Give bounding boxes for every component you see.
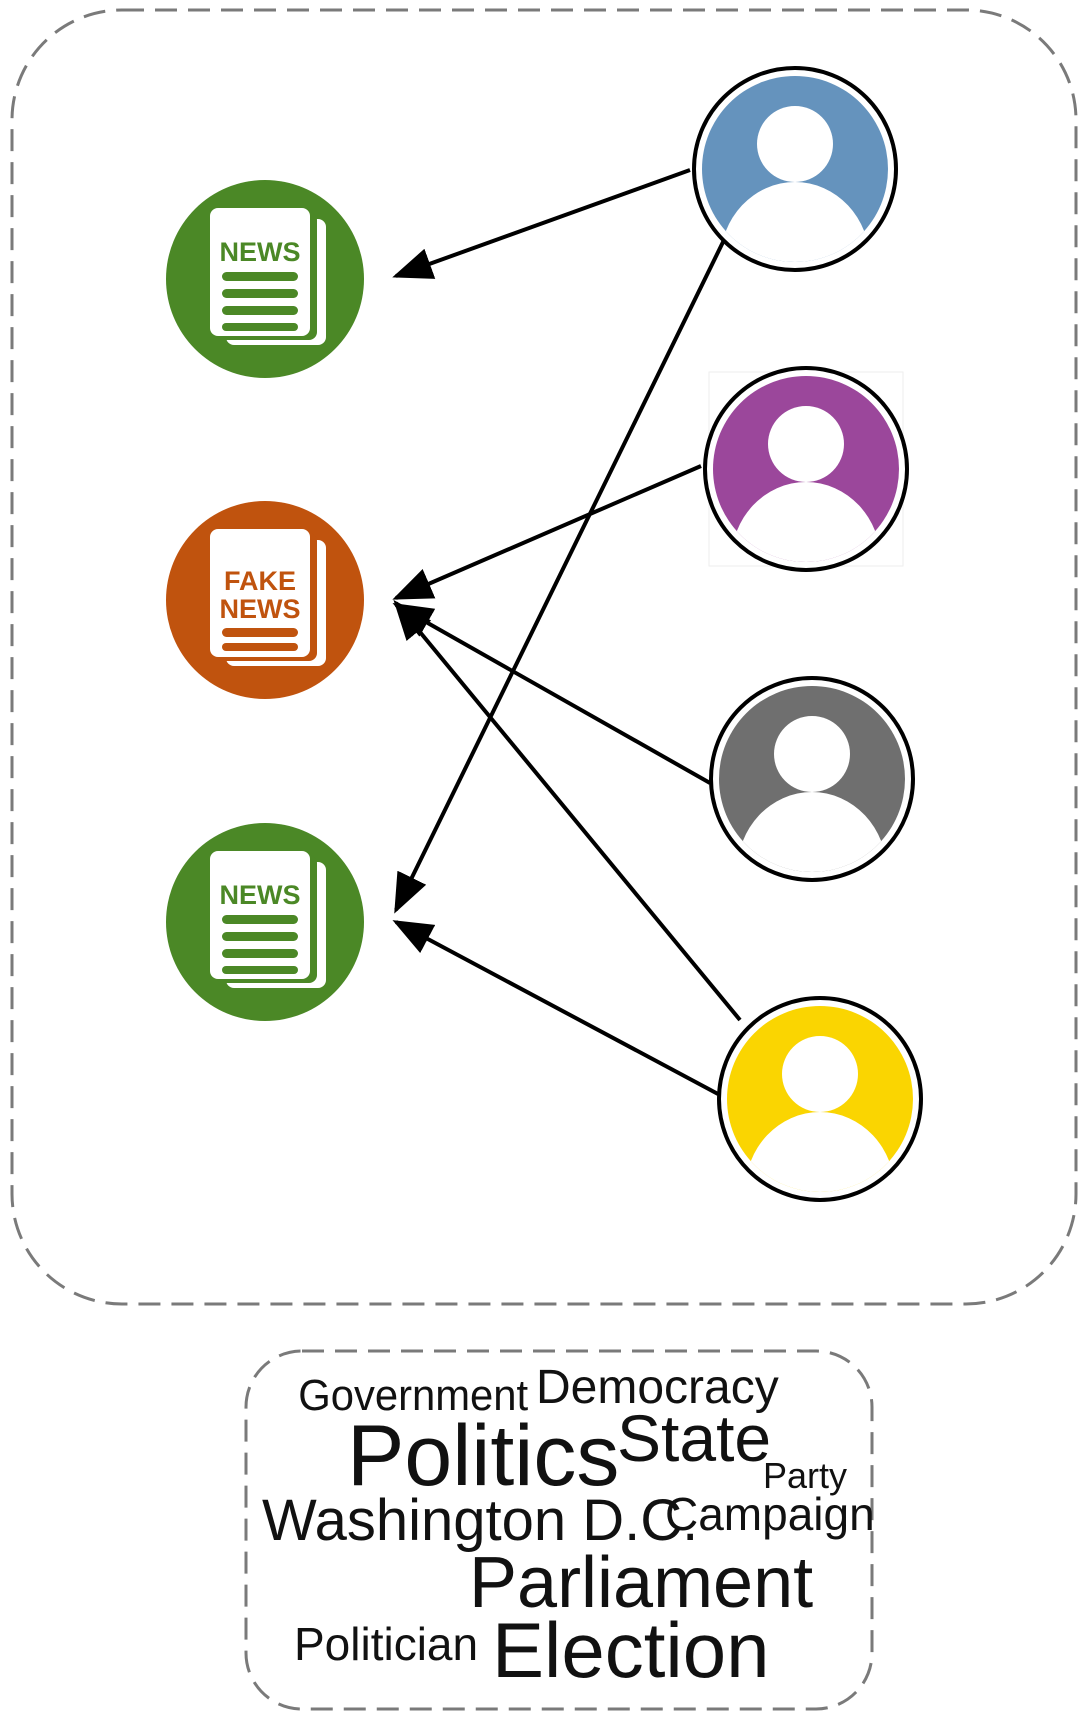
news-node-1-label: NEWS bbox=[220, 237, 301, 267]
newspaper-icon: NEWS bbox=[210, 851, 326, 988]
newspaper-icon: NEWS bbox=[210, 208, 326, 345]
word-cloud-container bbox=[244, 1349, 874, 1711]
word-politician: Politician bbox=[294, 1618, 478, 1670]
word-politics: Politics bbox=[347, 1408, 619, 1504]
user-avatar-icon bbox=[731, 406, 881, 562]
word-parliament: Parliament bbox=[469, 1543, 813, 1623]
word-state: State bbox=[617, 1401, 771, 1475]
edge-user-purple-to-fake-news bbox=[392, 464, 702, 600]
user-node-blue bbox=[692, 66, 898, 272]
user-node-gray bbox=[709, 676, 915, 882]
fake-news-node: FAKE NEWS bbox=[166, 501, 364, 699]
fake-news-label-line2: NEWS bbox=[220, 594, 301, 624]
user-node-yellow bbox=[717, 996, 923, 1202]
network-container bbox=[10, 8, 1078, 1306]
user-avatar-icon bbox=[720, 106, 870, 262]
word-election: Election bbox=[492, 1606, 770, 1694]
word-washington-dc: Washington D.C. bbox=[262, 1488, 698, 1553]
news-node-1: NEWS bbox=[166, 180, 364, 378]
word-democracy: Democracy bbox=[536, 1361, 779, 1414]
edge-user-gray-to-fake-news bbox=[392, 603, 711, 785]
word-government: Government bbox=[298, 1371, 528, 1420]
edges bbox=[392, 168, 742, 1096]
word-party: Party bbox=[763, 1455, 847, 1496]
edge-user-yellow-to-news-2 bbox=[392, 920, 719, 1096]
word-campaign: Campaign bbox=[665, 1488, 875, 1540]
edge-user-blue-to-news-2 bbox=[394, 239, 726, 914]
news-node-2: NEWS bbox=[166, 823, 364, 1021]
user-avatar-icon bbox=[737, 716, 887, 872]
user-node-purple bbox=[703, 366, 909, 572]
user-avatar-icon bbox=[745, 1036, 895, 1192]
news-node-2-label: NEWS bbox=[220, 880, 301, 910]
fake-news-label-line1: FAKE bbox=[224, 566, 296, 596]
edge-user-yellow-to-fake-news bbox=[393, 599, 742, 1022]
edge-user-blue-to-news-1 bbox=[392, 168, 691, 279]
newspaper-icon: FAKE NEWS bbox=[210, 529, 326, 666]
word-cloud: Government Democracy Politics State Part… bbox=[262, 1361, 875, 1694]
